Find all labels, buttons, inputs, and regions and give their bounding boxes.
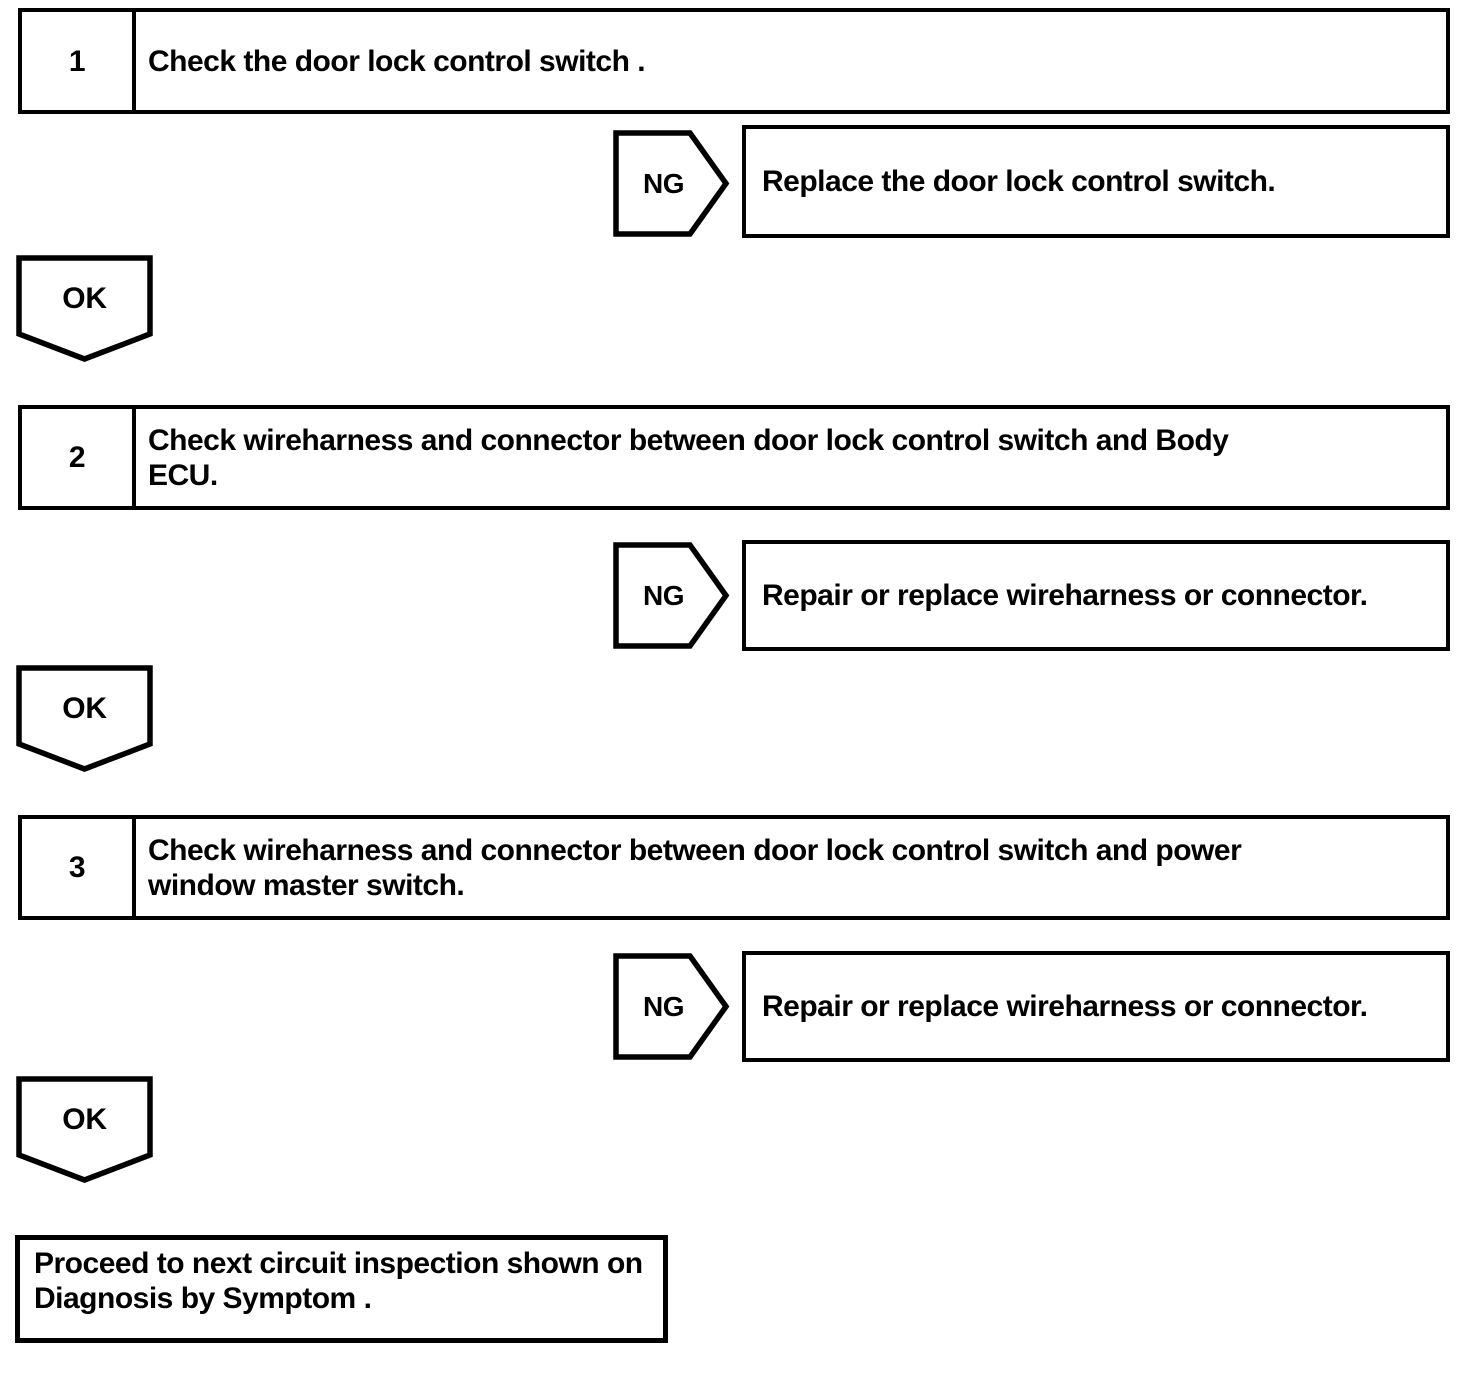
step-2-box: 2 Check wireharness and connector betwee… (18, 405, 1450, 510)
step-1-box: 1 Check the door lock control switch . (18, 8, 1450, 114)
step-1-instruction-cell: Check the door lock control switch . (136, 12, 1446, 110)
ng-connector-2: NG (613, 542, 730, 649)
step-number: 1 (68, 44, 86, 78)
step-3-instruction-cell: Check wireharness and connector between … (136, 819, 1446, 916)
step-3-box: 3 Check wireharness and connector betwee… (18, 815, 1450, 920)
step-2-number-cell: 2 (22, 409, 136, 506)
step-1-number-cell: 1 (22, 12, 136, 110)
final-instruction-box: Proceed to next circuit inspection shown… (15, 1235, 668, 1343)
ng-arrow-icon (613, 130, 730, 237)
step-3-number-cell: 3 (22, 819, 136, 916)
ok-label: OK (62, 1102, 107, 1136)
ng-result-box-2: Repair or replace wireharness or connect… (742, 540, 1450, 651)
ng-result-text: Repair or replace wireharness or connect… (762, 990, 1368, 1023)
ok-arrow-icon (16, 255, 153, 362)
ng-connector-3: NG (613, 953, 730, 1060)
ok-connector-1: OK (16, 255, 153, 362)
step-instruction: Check wireharness and connector between … (148, 833, 1242, 902)
ng-arrow-icon (613, 953, 730, 1060)
ok-connector-2: OK (16, 665, 153, 772)
ok-label: OK (62, 691, 107, 725)
ok-arrow-icon (16, 665, 153, 772)
final-instruction-text: Proceed to next circuit inspection shown… (34, 1247, 643, 1315)
ng-result-text: Repair or replace wireharness or connect… (762, 579, 1368, 612)
ng-label: NG (643, 990, 685, 1022)
step-instruction: Check the door lock control switch . (148, 44, 646, 78)
step-instruction: Check wireharness and connector between … (148, 423, 1229, 492)
step-number: 2 (68, 441, 86, 474)
ok-label: OK (62, 281, 107, 315)
step-number: 3 (68, 851, 86, 884)
ng-result-box-3: Repair or replace wireharness or connect… (742, 951, 1450, 1062)
ok-arrow-icon (16, 1076, 153, 1183)
ng-label: NG (643, 579, 685, 611)
ok-connector-3: OK (16, 1076, 153, 1183)
ng-result-text: Replace the door lock control switch. (762, 165, 1276, 198)
ng-label: NG (643, 167, 685, 199)
ng-result-box-1: Replace the door lock control switch. (742, 125, 1450, 238)
ng-connector-1: NG (613, 130, 730, 237)
ng-arrow-icon (613, 542, 730, 649)
step-2-instruction-cell: Check wireharness and connector between … (136, 409, 1446, 506)
